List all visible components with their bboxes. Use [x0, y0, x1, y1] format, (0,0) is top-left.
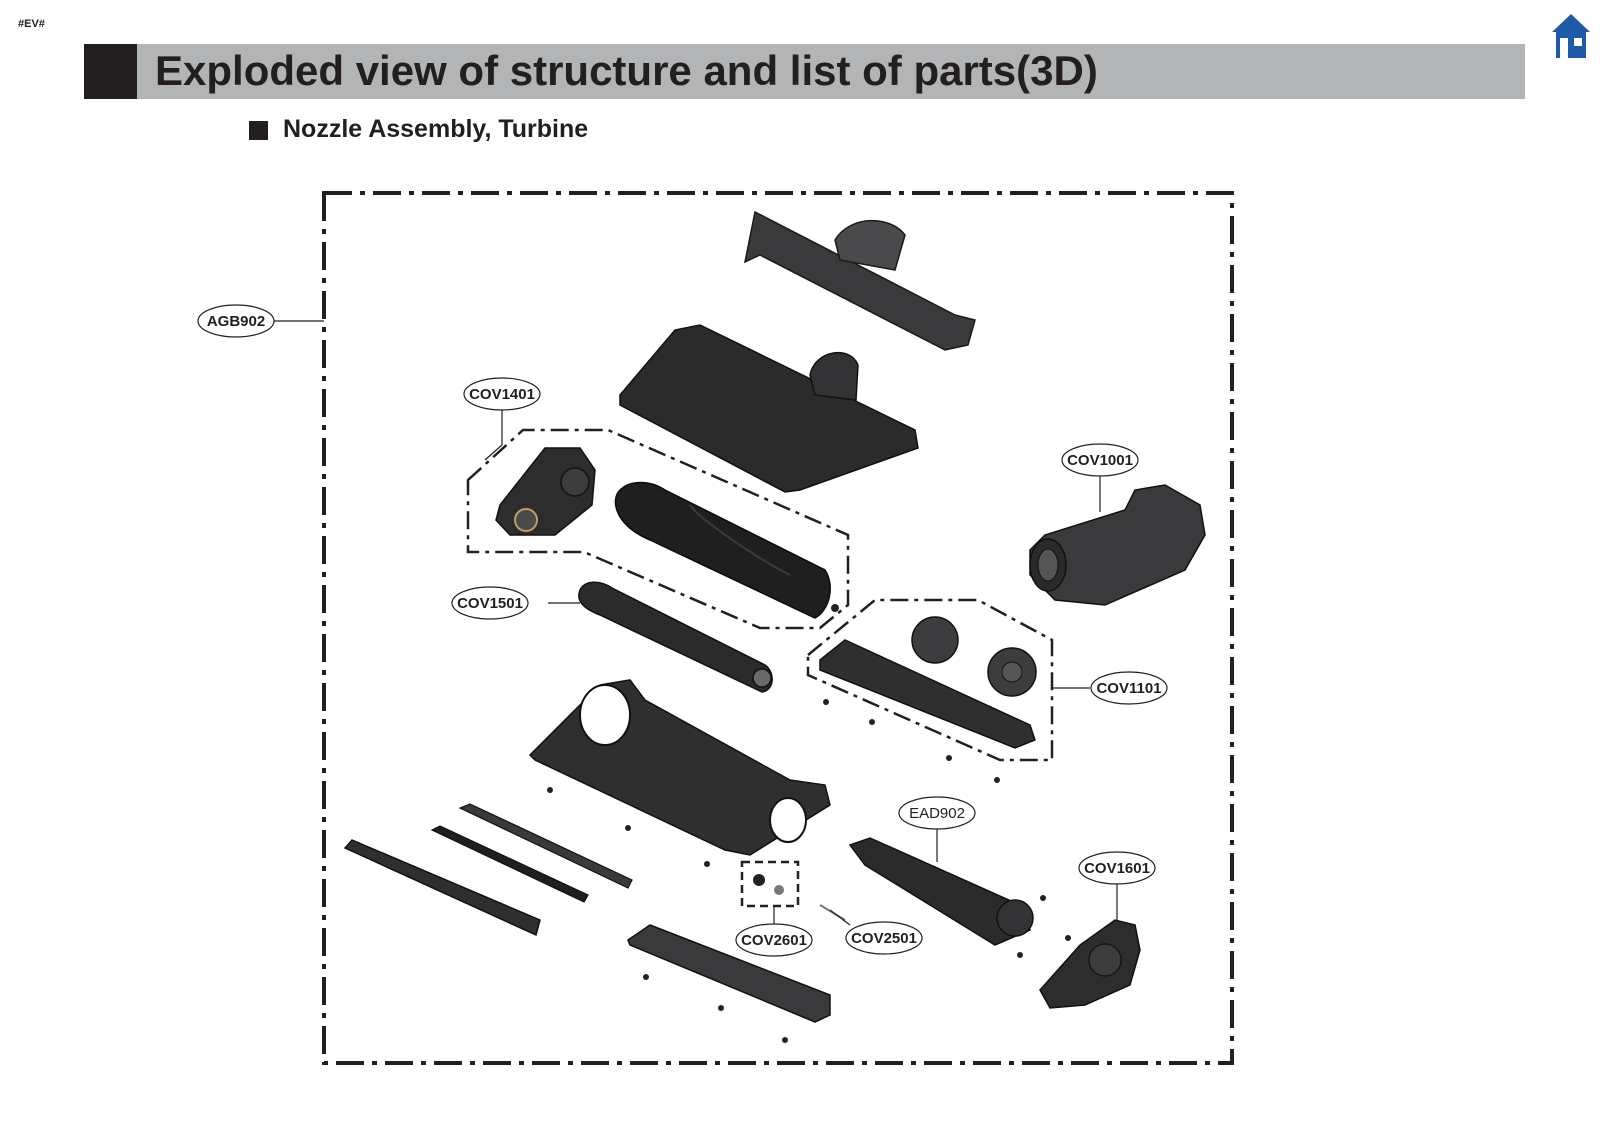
callout-cov1401: COV1401 [463, 377, 541, 411]
top-cover-part [743, 210, 976, 351]
callout-ead902: EAD902 [898, 796, 976, 830]
screw-set [547, 699, 1071, 1043]
callout-cov1001: COV1001 [1061, 443, 1139, 477]
callout-cov1501: COV1501 [451, 586, 529, 620]
leader-lines [272, 320, 1118, 926]
wheel-frame-part [819, 616, 1037, 749]
cov1401-group-boundary [466, 428, 850, 630]
callout-cov2601: COV2601 [735, 923, 813, 957]
side-cap-part [1039, 919, 1141, 1009]
cov1101-group-boundary [806, 598, 1054, 762]
callout-label: COV1601 [1084, 860, 1150, 877]
callout-cov1601: COV1601 [1078, 851, 1156, 885]
cov2601-group-boundary [740, 860, 800, 908]
side-gear-cover-part [495, 447, 596, 536]
page-title: Exploded view of structure and list of p… [155, 47, 1098, 94]
bumper-strips-part [343, 803, 633, 937]
bearing-part [753, 874, 765, 886]
section-bullet [249, 121, 268, 140]
document-tag: #EV# [18, 18, 45, 30]
callout-cov2501: COV2501 [845, 921, 923, 955]
home-icon[interactable] [1550, 12, 1592, 62]
upper-housing-part [619, 324, 919, 493]
callout-label: COV1101 [1096, 680, 1161, 697]
callout-label: COV2601 [741, 932, 807, 949]
nozzle-neck-part [1029, 484, 1206, 606]
axle-roller-part [578, 581, 773, 693]
motor-shaft-part [848, 837, 1034, 946]
callout-label: EAD902 [909, 805, 965, 822]
bearing-cap-part [774, 885, 784, 895]
callout-label: COV2501 [851, 930, 917, 947]
brush-roll-part [614, 481, 831, 619]
callout-agb902: AGB902 [197, 304, 275, 338]
screw-part [831, 604, 839, 612]
bottom-plate-part [627, 924, 831, 1023]
section-title: Nozzle Assembly, Turbine [283, 115, 589, 143]
callout-label: COV1001 [1067, 452, 1133, 469]
title-banner: Exploded view of structure and list of p… [137, 44, 1525, 99]
title-accent-block [84, 44, 137, 99]
callout-label: AGB902 [207, 313, 265, 330]
assembly-boundary [322, 191, 1234, 1065]
callout-cov1101: COV1101 [1090, 671, 1168, 705]
callout-label: COV1401 [469, 386, 535, 403]
base-frame-part [528, 679, 831, 856]
callout-label: COV1501 [457, 595, 523, 612]
